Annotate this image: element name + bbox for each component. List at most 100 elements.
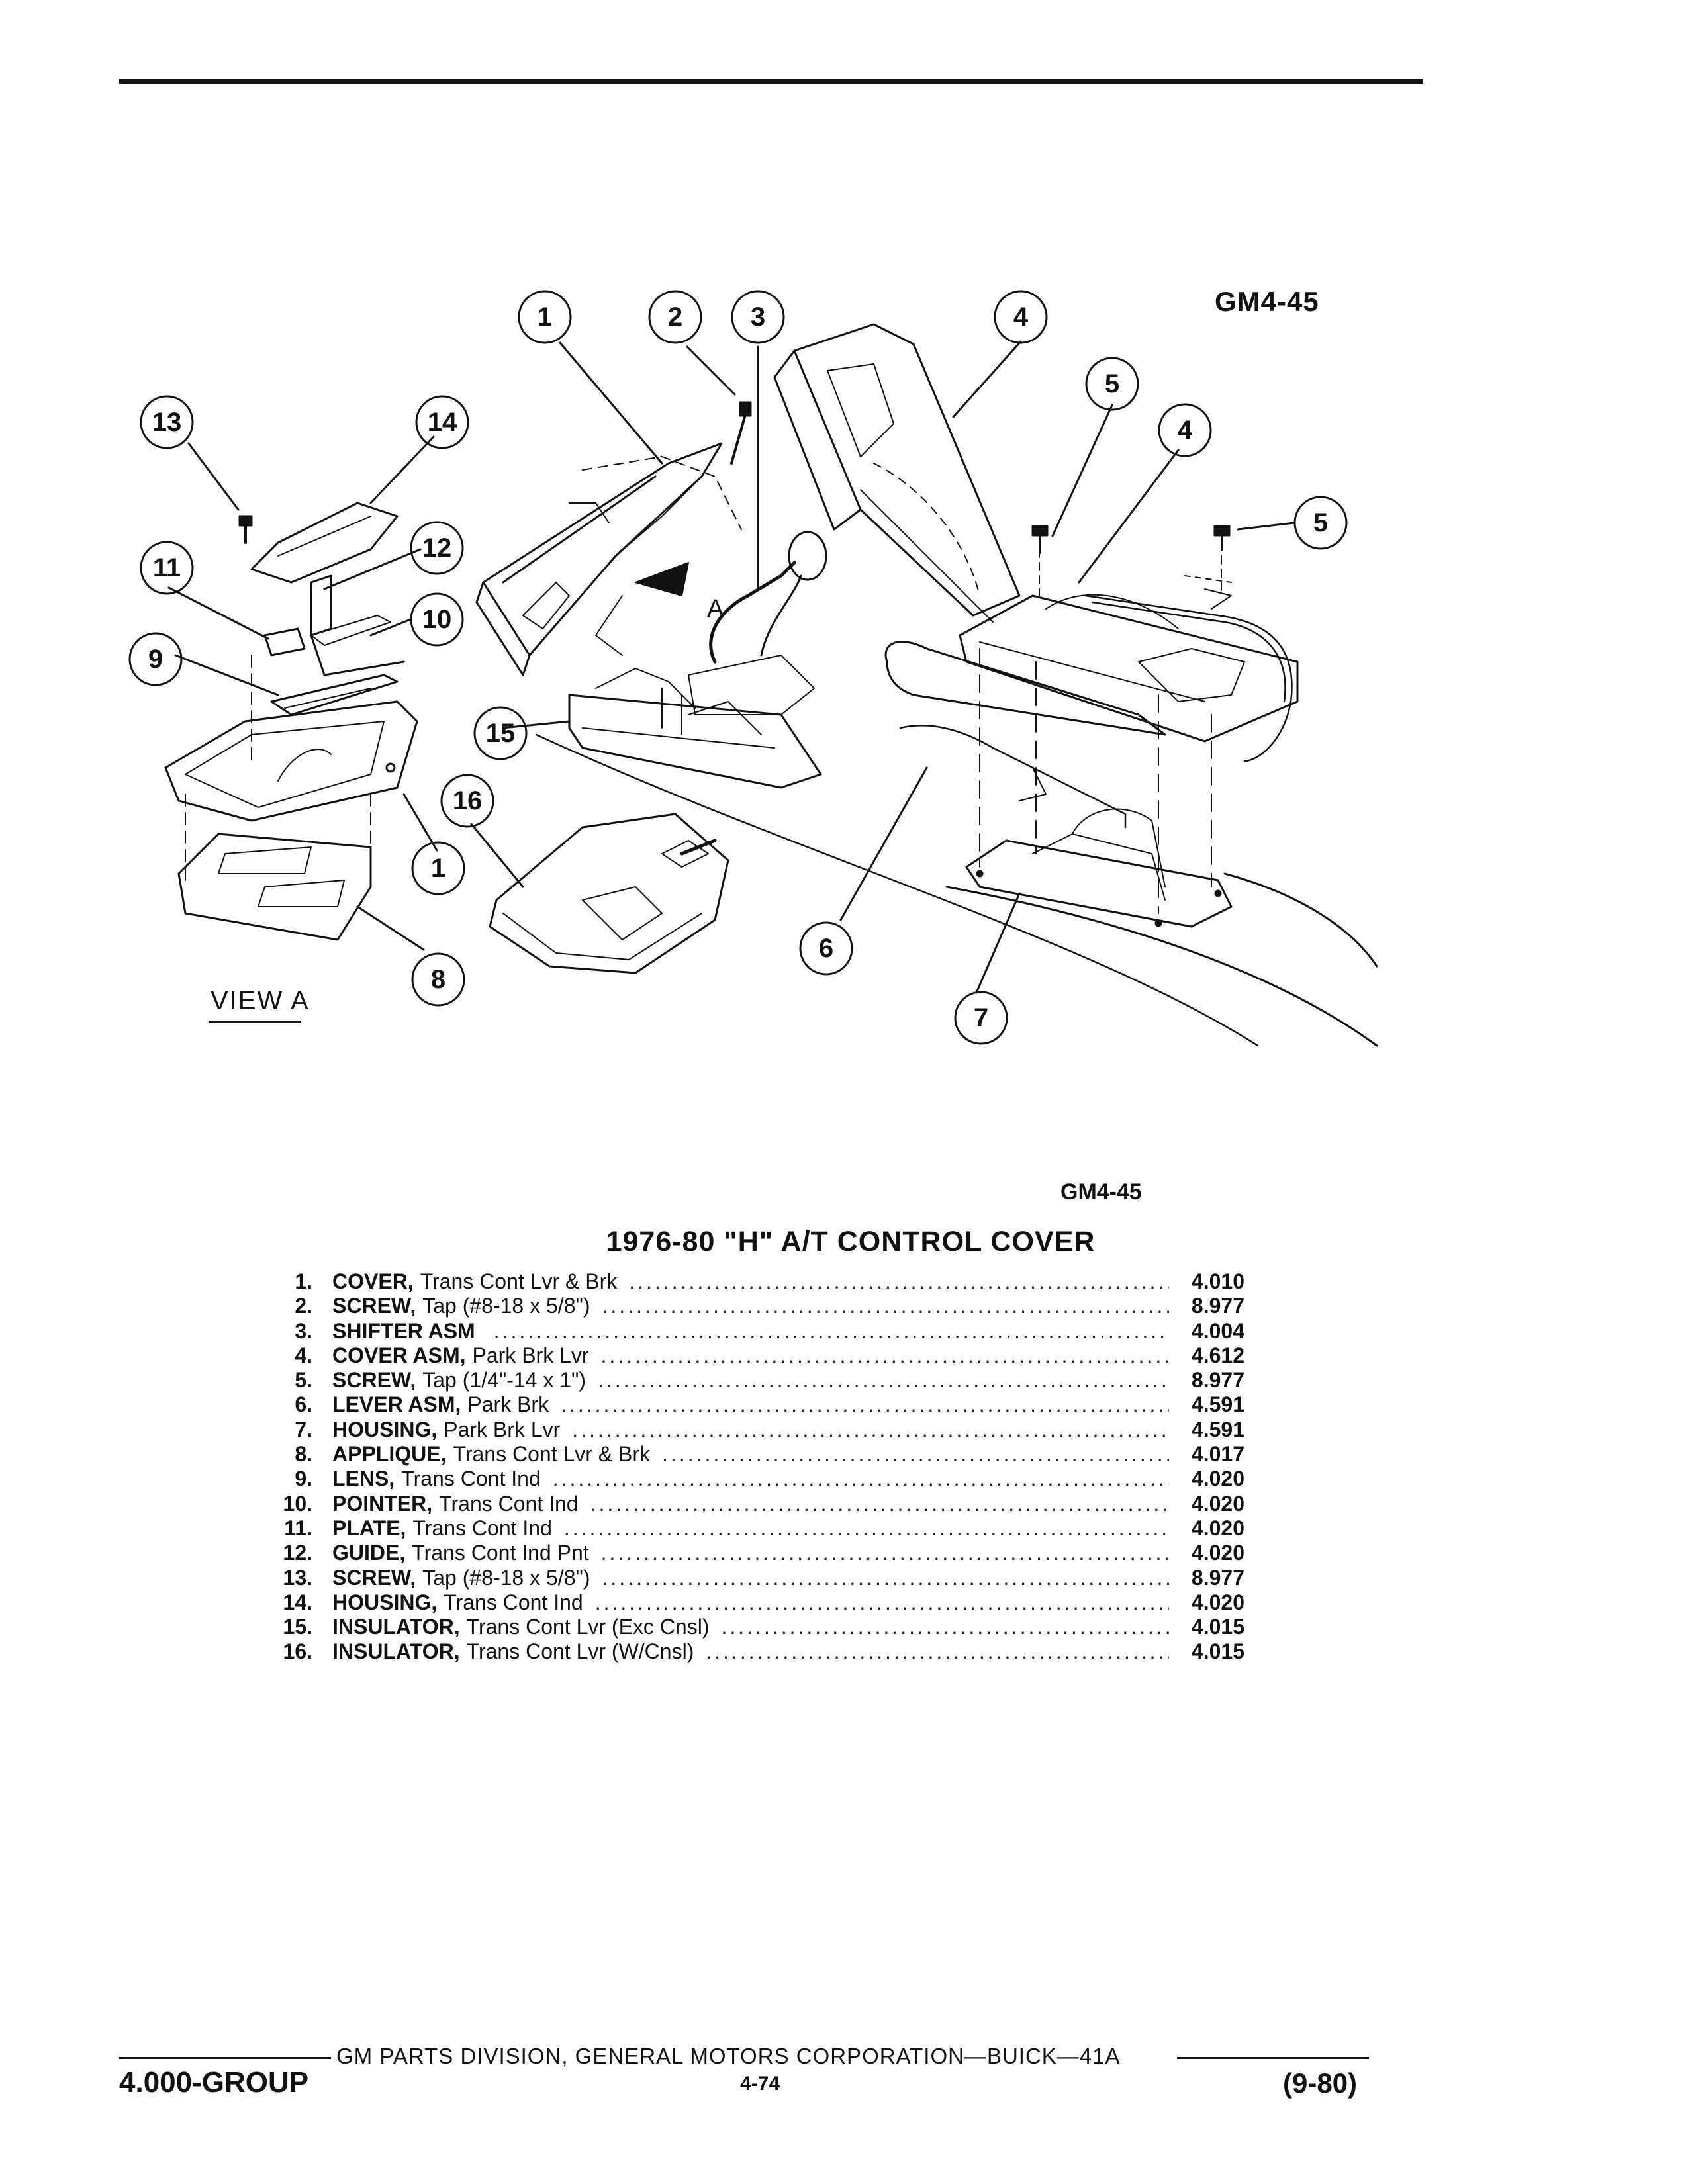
part-description: Trans Cont Ind xyxy=(412,1516,552,1540)
view-a-label: VIEW A xyxy=(211,986,310,1015)
part-row: 10.POINTER,Trans Cont Ind...............… xyxy=(252,1492,1271,1516)
part-name: SCREW, xyxy=(332,1368,416,1392)
footer-corporation: GM PARTS DIVISION, GENERAL MOTORS CORPOR… xyxy=(336,2044,1121,2068)
svg-text:5: 5 xyxy=(1313,508,1328,537)
part-12-guide xyxy=(310,574,391,646)
svg-text:5: 5 xyxy=(1105,369,1119,398)
part-group-number: 4.020 xyxy=(1191,1467,1244,1491)
callout-9: 9 xyxy=(128,632,183,686)
part-description: Trans Cont Lvr & Brk xyxy=(420,1269,618,1293)
part-group-number: 4.020 xyxy=(1191,1491,1244,1516)
part-14-housing xyxy=(250,502,399,584)
svg-text:6: 6 xyxy=(819,934,833,963)
leader-dots: ........................................… xyxy=(563,1516,1169,1540)
svg-text:4: 4 xyxy=(1178,416,1193,445)
leader-dots: ........................................… xyxy=(706,1639,1169,1664)
leader-dots: ........................................… xyxy=(590,1491,1169,1516)
part-description: Tap (#8-18 x 5/8") xyxy=(422,1565,590,1590)
part-index: 3. xyxy=(295,1318,312,1343)
part-row: 13.SCREW,Tap (#8-18 x 5/8").............… xyxy=(252,1566,1271,1590)
part-index: 4. xyxy=(295,1343,312,1367)
part-index: 9. xyxy=(295,1467,312,1491)
part-row: 4. COVER ASM,Park Brk Lvr................… xyxy=(252,1343,1271,1368)
callout-13: 13 xyxy=(140,395,194,449)
leader-lines xyxy=(167,340,1295,994)
part-description: Park Brk Lvr xyxy=(472,1343,589,1367)
part-index: 5. xyxy=(295,1368,312,1392)
part-7-housing xyxy=(965,808,1233,928)
part-group-number: 4.591 xyxy=(1191,1417,1244,1441)
part-9-lens xyxy=(270,674,399,716)
svg-text:12: 12 xyxy=(422,533,452,563)
leader-dots: ........................................… xyxy=(561,1392,1169,1417)
figure-code-bottom: GM4-45 xyxy=(1060,1179,1142,1205)
part-name: INSULATOR, xyxy=(332,1615,460,1639)
svg-text:14: 14 xyxy=(428,408,457,437)
part-group-number: 8.977 xyxy=(1191,1368,1244,1392)
part-group-number: 4.020 xyxy=(1191,1590,1244,1614)
callout-4: 4 xyxy=(994,290,1048,344)
callout-10: 10 xyxy=(410,592,464,647)
part-description: Tap (1/4"-14 x 1") xyxy=(422,1368,586,1392)
svg-text:1: 1 xyxy=(538,302,552,332)
part-name: LEVER ASM, xyxy=(332,1392,461,1417)
part-row: 5. SCREW,Tap (1/4"-14 x 1")..............… xyxy=(252,1368,1271,1392)
leader-dots: ........................................… xyxy=(600,1343,1169,1367)
part-row: 1.COVER,Trans Cont Lvr & Brk............… xyxy=(252,1269,1271,1294)
footer-date: (9-80) xyxy=(1283,2068,1358,2099)
leader-dots: ........................................… xyxy=(552,1467,1169,1491)
svg-text:2: 2 xyxy=(668,302,682,332)
svg-text:16: 16 xyxy=(453,786,483,815)
part-index: 14. xyxy=(283,1590,312,1614)
part-name: HOUSING, xyxy=(332,1417,438,1441)
part-6-lever-asm xyxy=(884,641,1166,829)
part-name: INSULATOR, xyxy=(332,1639,460,1664)
callout-6: 6 xyxy=(799,921,853,976)
part-8-applique xyxy=(177,833,372,941)
part-15-insulator xyxy=(568,668,822,789)
floor-contour-line xyxy=(945,886,1378,1047)
callout-2: 2 xyxy=(648,290,702,344)
footer-page-number: 4-74 xyxy=(740,2073,780,2095)
part-index: 15. xyxy=(283,1615,312,1639)
part-description: Park Brk xyxy=(467,1392,549,1417)
part-row: 12.GUIDE,Trans Cont Ind Pnt.............… xyxy=(252,1541,1271,1565)
part-row: 3.SHIFTER ASM...........................… xyxy=(252,1319,1271,1343)
part-index: 16. xyxy=(283,1639,312,1664)
callout-4: 4 xyxy=(1158,403,1212,457)
leader-dots: ........................................… xyxy=(662,1442,1169,1467)
part-description: Trans Cont Ind xyxy=(444,1590,583,1614)
svg-text:10: 10 xyxy=(422,605,452,634)
leader-dots: ........................................… xyxy=(629,1269,1169,1293)
leader-dots: ........................................… xyxy=(572,1417,1169,1441)
part-row: 14.HOUSING,Trans Cont Ind...............… xyxy=(252,1590,1271,1615)
callout-5: 5 xyxy=(1293,496,1348,550)
leader-dots: ........................................… xyxy=(493,1318,1169,1343)
leader-dots: ........................................… xyxy=(594,1590,1169,1614)
part-name: COVER ASM, xyxy=(332,1343,466,1367)
part-row: 6. LEVER ASM,Park Brk....................… xyxy=(252,1392,1271,1417)
part-index: 12. xyxy=(283,1541,312,1565)
figure-code-top: GM4-45 xyxy=(1215,286,1319,317)
part-name: POINTER, xyxy=(332,1491,433,1516)
part-index: 10. xyxy=(283,1491,312,1516)
callout-12: 12 xyxy=(410,521,464,575)
part-group-number: 4.020 xyxy=(1191,1541,1244,1565)
part-group-number: 4.015 xyxy=(1191,1615,1244,1639)
part-2-screw xyxy=(730,401,752,465)
part-description: Trans Cont Lvr (Exc Cnsl) xyxy=(466,1615,710,1639)
part-10-pointer xyxy=(310,634,405,676)
footer-rule-left xyxy=(119,2057,331,2059)
part-4-plate xyxy=(959,575,1299,762)
callout-1: 1 xyxy=(411,841,465,895)
part-group-number: 4.612 xyxy=(1191,1343,1244,1367)
callout-3: 3 xyxy=(731,290,785,344)
part-index: 6. xyxy=(295,1392,312,1417)
leader-dots: ........................................… xyxy=(600,1541,1169,1565)
svg-text:13: 13 xyxy=(152,408,182,437)
leader-dots: ........................................… xyxy=(598,1368,1169,1392)
part-1-cover-view-a xyxy=(164,700,418,822)
part-group-number: 4.004 xyxy=(1191,1318,1244,1343)
part-group-number: 4.591 xyxy=(1191,1392,1244,1417)
footer-rule-right xyxy=(1177,2057,1369,2059)
